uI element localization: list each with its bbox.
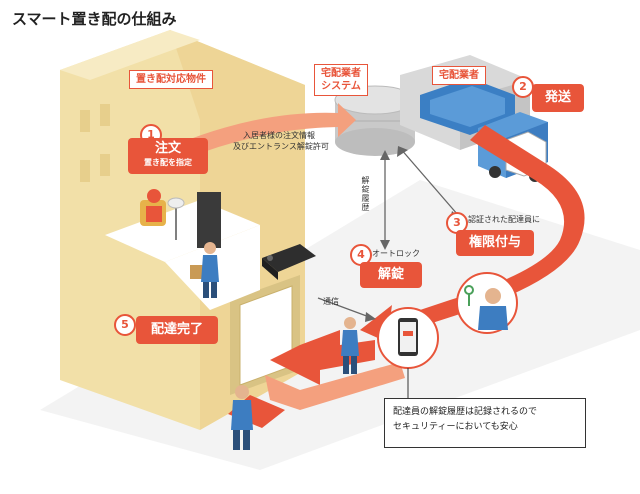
courier-with-phone — [341, 317, 359, 374]
smart-lock-device — [262, 244, 316, 280]
property-label: 置き配対応物件 — [129, 70, 213, 89]
step-2-number: 2 — [512, 76, 534, 98]
step-4-callout: 解錠 — [360, 262, 422, 288]
comm-caption: 通信 — [323, 297, 339, 306]
exit-path-arrow — [265, 362, 405, 410]
step-2-callout: 発送 — [532, 84, 584, 112]
step-3-callout: 権限付与 — [456, 230, 534, 256]
order-arrow — [175, 103, 356, 160]
courier-key-icon — [456, 272, 518, 334]
resident-figure — [140, 189, 166, 226]
smartphone-icon — [377, 307, 439, 369]
courier-at-door — [201, 242, 219, 298]
step-1-callout: 注文 置き配を指定 — [128, 138, 208, 174]
step-5-callout: 配達完了 — [136, 316, 218, 344]
courier-label: 宅配業者 — [432, 66, 486, 85]
security-note: 配達員の解錠履歴は記録されるので セキュリティーにおいても安心 — [384, 398, 586, 448]
unlock-history-caption: 解錠履歴 — [361, 176, 370, 212]
page-title: スマート置き配の仕組み — [12, 10, 177, 28]
step-4-subtext: オートロック — [372, 249, 420, 258]
order-info-caption: 入居者様の注文情報 及びエントランス解錠許可 — [233, 131, 329, 151]
courier-system-label: 宅配業者 システム — [314, 64, 368, 96]
courier-walking — [231, 385, 253, 450]
step-5-number: 5 — [114, 314, 136, 336]
step-3-subtext: 認証された配達員に — [468, 215, 540, 224]
door-icon — [197, 192, 221, 248]
